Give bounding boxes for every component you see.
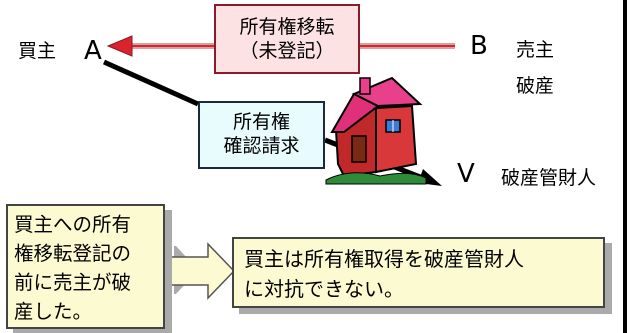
house-icon bbox=[325, 76, 427, 185]
claim-box-line2: 確認請求 bbox=[223, 135, 300, 157]
transfer-arrow bbox=[106, 35, 455, 57]
buyer-role-label: 買主 bbox=[18, 40, 57, 62]
premise-line3: 前に売主が破 bbox=[14, 271, 132, 294]
claim-box-line1: 所有権 bbox=[232, 111, 290, 133]
seller-letter: B bbox=[470, 31, 488, 61]
claim-box: 所有権 確認請求 bbox=[198, 101, 325, 169]
premise-note: 買主への所有 権移転登記の 前に売主が破 産した。 bbox=[6, 204, 165, 329]
premise-line4: 産した。 bbox=[14, 300, 93, 323]
conclusion-note: 買主は所有権取得を破産管財人 に対抗できない。 bbox=[232, 237, 605, 308]
premise-line2: 権移転登記の bbox=[14, 242, 132, 265]
premise-line1: 買主への所有 bbox=[14, 213, 132, 236]
seller-status-label: 破産 bbox=[516, 75, 555, 97]
seller-role-label: 売主 bbox=[516, 39, 555, 61]
trustee-letter: V bbox=[457, 159, 475, 189]
note-connector-arrow bbox=[166, 242, 236, 300]
trustee-role-label: 破産管財人 bbox=[501, 167, 597, 189]
conclusion-line2: に対抗できない。 bbox=[244, 277, 404, 301]
conclusion-line1: 買主は所有権取得を破産管財人 bbox=[244, 247, 524, 271]
transfer-box-line2: （未登記） bbox=[239, 40, 335, 62]
transfer-box-line1: 所有権移転 bbox=[239, 16, 335, 38]
buyer-letter: A bbox=[84, 36, 102, 66]
transfer-box: 所有権移転 （未登記） bbox=[214, 4, 360, 74]
